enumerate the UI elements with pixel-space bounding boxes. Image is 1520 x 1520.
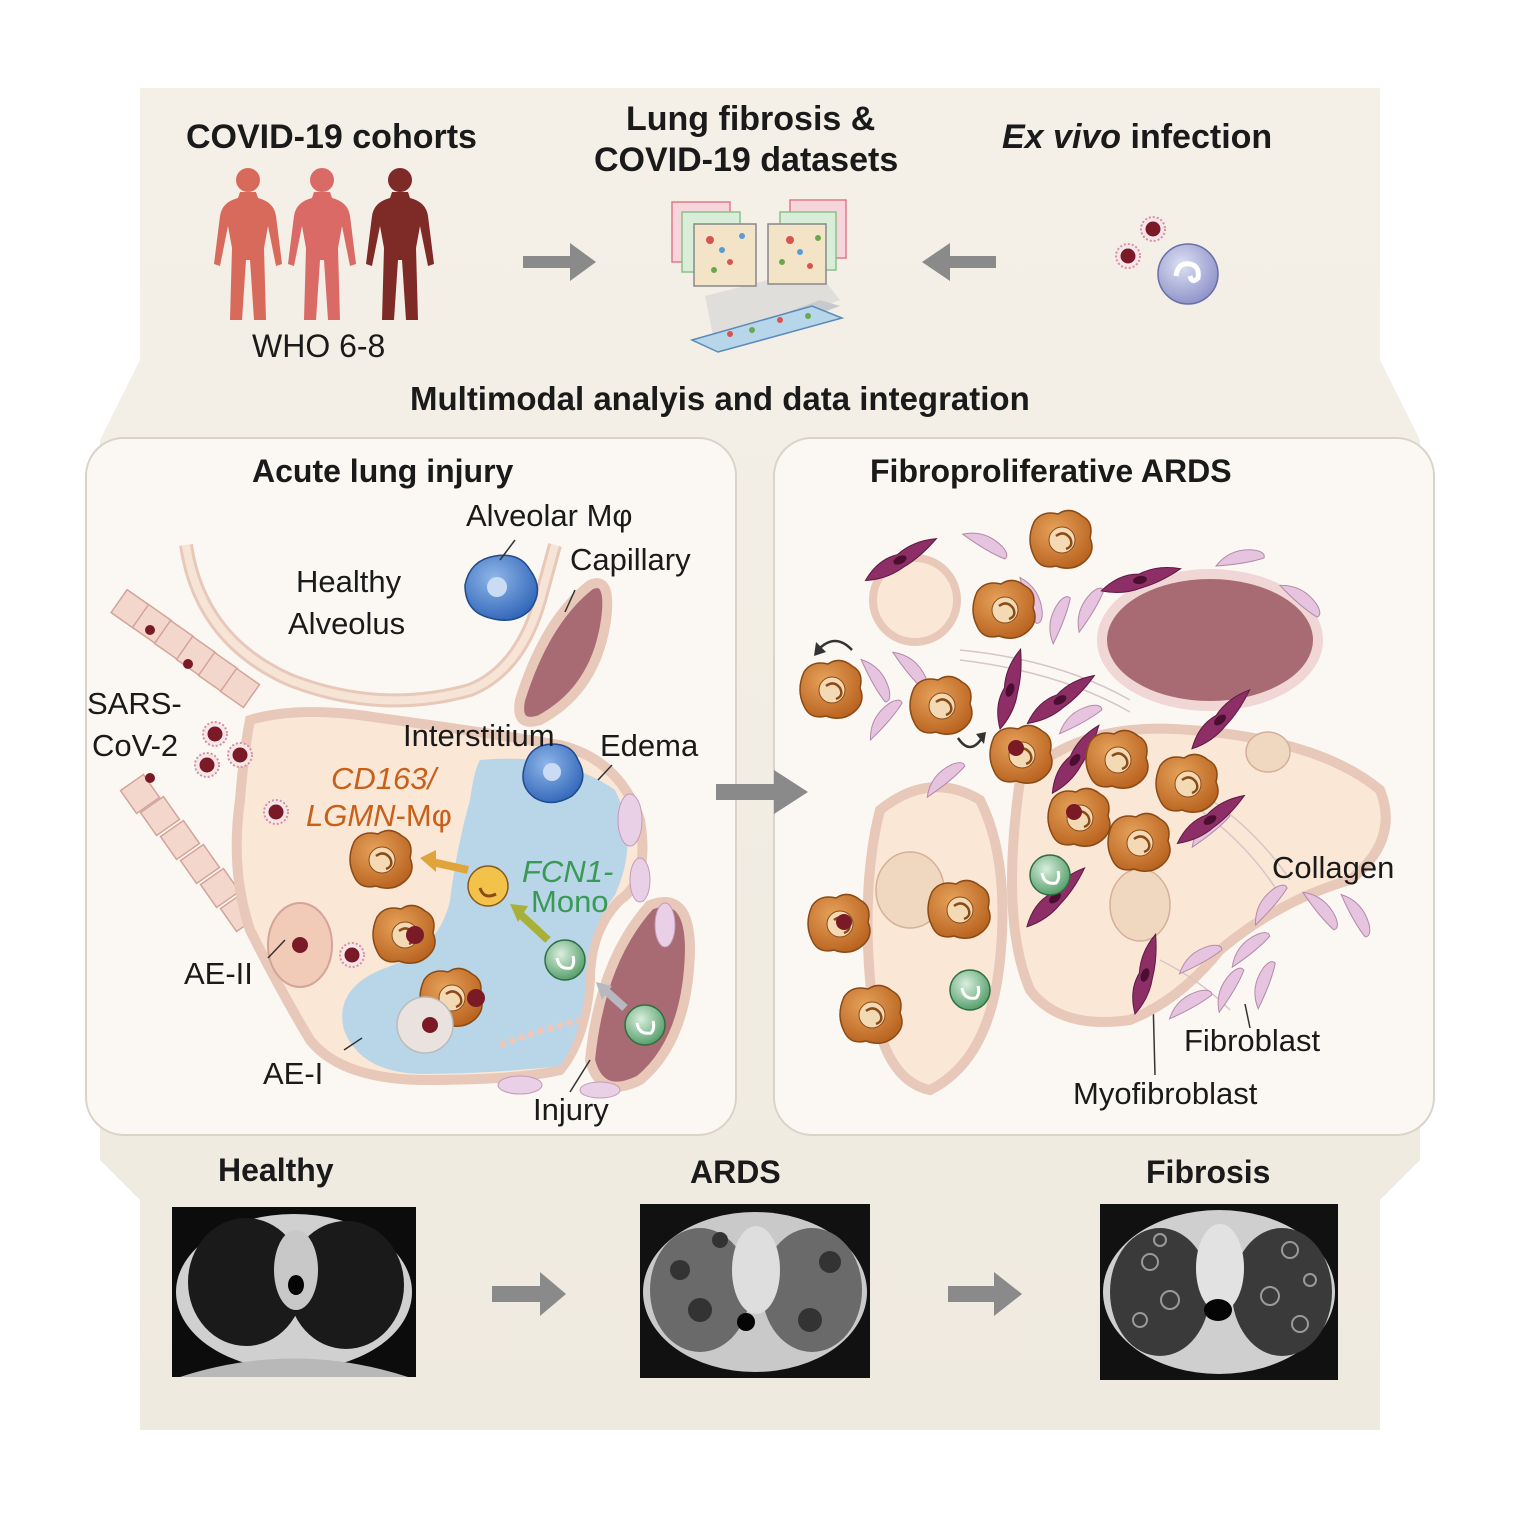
exvivo-virus-2 — [1115, 243, 1141, 269]
arrow-cohorts-to-datasets — [523, 243, 596, 281]
arrow-acute-to-fibro — [716, 770, 808, 814]
cd163-macrophage-label-2: LGMN-Mφ — [306, 798, 452, 833]
fibro-illustration — [798, 509, 1391, 1096]
dataset-illustration — [671, 199, 847, 353]
lgmn-italic: LGMN — [306, 798, 396, 833]
healthy-alveolus-label-2: Alveolus — [288, 606, 406, 641]
cohorts-title: COVID-19 cohorts — [186, 118, 477, 156]
exvivo-italic: Ex vivo — [1002, 118, 1122, 156]
integration-title: Multimodal analyis and data integration — [410, 380, 1030, 417]
fcn1-mono-label-2: Mono — [531, 884, 609, 919]
edema-label: Edema — [600, 728, 699, 763]
arrow-healthy-to-ards — [492, 1272, 566, 1316]
exvivo-rest: infection — [1121, 118, 1273, 156]
injury-label: Injury — [533, 1092, 609, 1127]
exvivo-virus-1 — [1140, 216, 1166, 242]
myofibroblast-label: Myofibroblast — [1073, 1076, 1258, 1111]
ct-fibrosis-image — [1100, 1204, 1338, 1380]
lgmn-suffix: -Mφ — [395, 798, 452, 833]
acute-panel-title: Acute lung injury — [252, 453, 514, 489]
datasets-title-line-2: COVID-19 datasets — [594, 141, 899, 179]
sars-cov-2-label-2: CoV-2 — [92, 728, 179, 763]
fibro-panel-title: Fibroproliferative ARDS — [870, 453, 1232, 489]
cohorts-subtitle: WHO 6-8 — [252, 328, 386, 364]
ae2-label: AE-II — [184, 956, 253, 991]
ct-ards-image — [640, 1204, 870, 1378]
arrow-ards-to-fibrosis — [948, 1272, 1022, 1316]
fibroblast-label: Fibroblast — [1184, 1023, 1321, 1058]
capillary-label: Capillary — [570, 542, 691, 577]
exvivo-title: Ex vivo infection — [1002, 118, 1273, 156]
cd163-macrophage-label-1: CD163/ — [331, 761, 437, 796]
datasets-title-line-1: Lung fibrosis & — [626, 100, 876, 138]
fcn1-mono-label-1: FCN1- — [522, 854, 614, 889]
acute-illustration — [110, 539, 1263, 1099]
alveolar-macrophage-label: Alveolar Mφ — [466, 498, 633, 533]
exvivo-neutrophil — [1157, 243, 1219, 305]
healthy-alveolus-label-1: Healthy — [296, 564, 402, 599]
ae1-label: AE-I — [263, 1056, 324, 1091]
interstitium-label: Interstitium — [403, 718, 555, 753]
sars-cov-2-label-1: SARS- — [87, 686, 182, 721]
ct-fibrosis-label: Fibrosis — [1146, 1154, 1271, 1190]
ct-ards-label: ARDS — [690, 1154, 781, 1190]
collagen-label: Collagen — [1272, 850, 1395, 885]
ct-healthy-label: Healthy — [218, 1152, 334, 1188]
ct-healthy-image — [172, 1207, 416, 1377]
arrow-exvivo-to-datasets — [922, 243, 996, 281]
